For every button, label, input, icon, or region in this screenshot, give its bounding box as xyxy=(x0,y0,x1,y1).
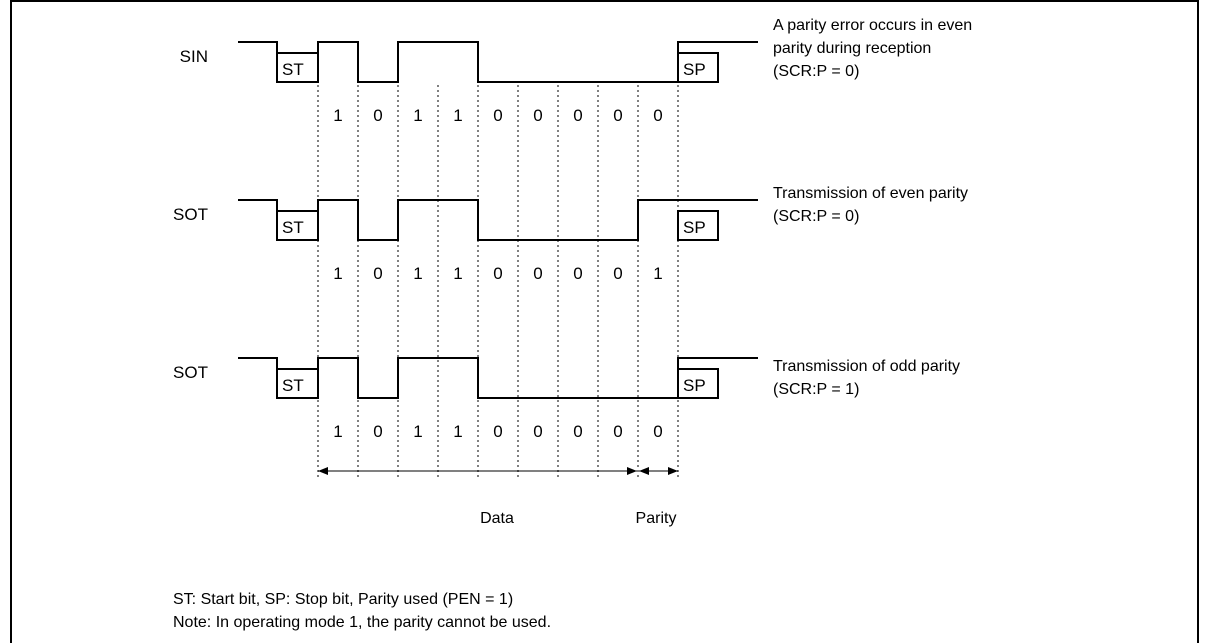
stop-bit-box xyxy=(677,52,719,83)
bit-value: 0 xyxy=(533,422,542,441)
bit-value: 1 xyxy=(453,106,462,125)
data-arrow-left xyxy=(318,467,328,475)
bit-value: 0 xyxy=(373,106,382,125)
bit-value: 1 xyxy=(453,264,462,283)
mode-note: Note: In operating mode 1, the parity ca… xyxy=(173,614,551,631)
bit-value: 1 xyxy=(413,264,422,283)
start-bit-box xyxy=(276,368,319,399)
data-dimension: Data xyxy=(318,467,637,527)
signal-description: (SCR:P = 0) xyxy=(773,208,859,225)
start-bit-label: ST xyxy=(282,60,304,79)
bit-value: 0 xyxy=(493,422,502,441)
legend-note: ST: Start bit, SP: Stop bit, Parity used… xyxy=(173,591,513,608)
stop-bit-label: SP xyxy=(683,218,706,237)
data-label: Data xyxy=(480,510,514,527)
stop-bit-box xyxy=(677,368,719,399)
signal-name: SOT xyxy=(173,205,208,224)
bit-value: 0 xyxy=(573,422,582,441)
signal-row: SIN ST SP 1 0 1 1 0 0 0 0 0 A parity error occurs in… xyxy=(180,17,973,125)
bit-value: 0 xyxy=(373,264,382,283)
stop-bit-label: SP xyxy=(683,60,706,79)
bit-value: 1 xyxy=(333,106,342,125)
bit-value: 1 xyxy=(653,264,662,283)
bit-value: 0 xyxy=(533,264,542,283)
bit-boundary-guides xyxy=(317,85,679,478)
signal-name: SIN xyxy=(180,47,208,66)
signal-waveform xyxy=(238,199,758,241)
bit-value: 1 xyxy=(413,106,422,125)
bit-value: 0 xyxy=(373,422,382,441)
stop-bit-label: SP xyxy=(683,376,706,395)
stop-bit-box xyxy=(677,210,719,241)
signal-row: SOT ST SP 1 0 1 1 0 0 0 0 0 Transmission of odd pari… xyxy=(173,357,960,441)
bit-value: 0 xyxy=(573,264,582,283)
bit-value: 1 xyxy=(453,422,462,441)
bit-value: 1 xyxy=(333,422,342,441)
parity-label: Parity xyxy=(636,510,677,527)
bit-value: 0 xyxy=(653,422,662,441)
parity-arrow-left xyxy=(639,467,649,475)
bit-value: 1 xyxy=(413,422,422,441)
start-bit-label: ST xyxy=(282,376,304,395)
bit-value: 1 xyxy=(333,264,342,283)
signal-waveform xyxy=(238,357,758,399)
bit-value: 0 xyxy=(493,106,502,125)
bit-value: 0 xyxy=(533,106,542,125)
signal-description: parity during reception xyxy=(773,40,931,57)
signal-description: A parity error occurs in even xyxy=(773,17,972,34)
signal-description: Transmission of even parity xyxy=(773,185,968,202)
signal-description: (SCR:P = 0) xyxy=(773,63,859,80)
bit-value: 0 xyxy=(613,264,622,283)
bit-value: 0 xyxy=(573,106,582,125)
bit-value: 0 xyxy=(613,422,622,441)
data-arrow-right xyxy=(627,467,637,475)
signal-name: SOT xyxy=(173,363,208,382)
start-bit-box xyxy=(276,210,319,241)
parity-arrow-right xyxy=(668,467,678,475)
signal-row: SOT ST SP 1 0 1 1 0 0 0 0 1 Transmission of even par… xyxy=(173,185,968,283)
start-bit-label: ST xyxy=(282,218,304,237)
bit-value: 0 xyxy=(613,106,622,125)
bit-value: 0 xyxy=(493,264,502,283)
diagram-frame xyxy=(10,0,1199,643)
signal-description: (SCR:P = 1) xyxy=(773,381,859,398)
signal-description: Transmission of odd parity xyxy=(773,358,960,375)
parity-dimension: Parity xyxy=(636,467,678,527)
signal-waveform xyxy=(238,41,758,83)
bit-value: 0 xyxy=(653,106,662,125)
start-bit-box xyxy=(276,52,319,83)
